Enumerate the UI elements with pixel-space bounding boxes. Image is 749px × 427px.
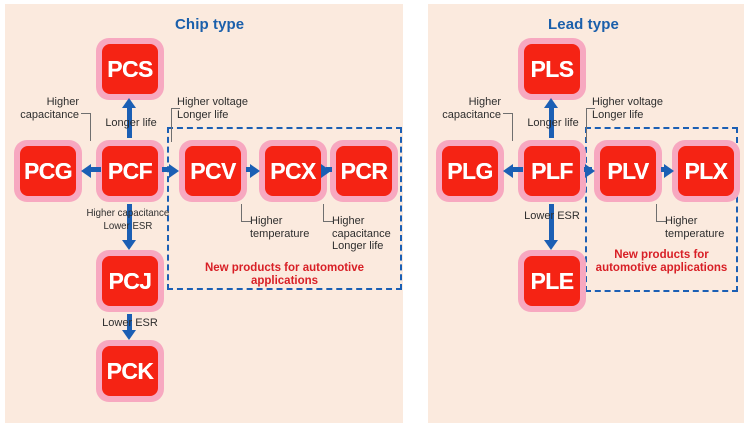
dashed-region-new-products-lead: [585, 127, 738, 292]
product-box-pcf[interactable]: PCF: [96, 140, 164, 202]
product-box-pcx-label: PCX: [270, 157, 316, 184]
leader-line-left-branch-chip: [81, 113, 91, 141]
annotation-plx-note: Higher temperature: [665, 215, 725, 240]
product-box-pcf-inner: PCF: [102, 146, 158, 196]
product-box-pcr[interactable]: PCR: [330, 140, 398, 202]
leader-line-right-branch-chip: [171, 108, 180, 142]
dashed-caption-lead: New products for automotive applications: [595, 249, 728, 274]
product-box-pcs-label: PCS: [107, 55, 153, 82]
product-box-plg-label: PLG: [447, 157, 493, 184]
product-box-plg-inner: PLG: [442, 146, 498, 196]
product-box-ple-label: PLE: [530, 267, 575, 294]
arrow-label-plf-to-ple: Lower ESR: [524, 210, 580, 222]
product-box-plx-label: PLX: [684, 157, 729, 184]
panel-lead-type: Lead type New products for automotive ap…: [428, 4, 744, 423]
product-box-pls-inner: PLS: [524, 44, 580, 94]
product-box-plg[interactable]: PLG: [436, 140, 504, 202]
annotation-left-branch-chip: Higher capacitance: [20, 96, 79, 121]
arrow-label-pcf-to-pcj: Higher capacitance Lower ESR: [86, 207, 170, 232]
leader-line-plx-note: [656, 204, 666, 222]
product-box-pcv-inner: PCV: [185, 146, 241, 196]
annotation-right-branch-lead: Higher voltage Longer life: [592, 96, 663, 121]
product-box-plf-label: PLF: [531, 157, 573, 184]
arrow-label-pcj-to-pck: Lower ESR: [102, 317, 158, 329]
product-box-pcg-label: PCG: [23, 157, 73, 184]
product-box-plv-label: PLV: [607, 157, 649, 184]
product-box-plx-inner: PLX: [678, 146, 734, 196]
leader-line-pcx-note: [241, 204, 251, 222]
dashed-caption-chip: New products for automotive applications: [204, 262, 365, 287]
product-box-pcs-inner: PCS: [102, 44, 158, 94]
product-box-plx[interactable]: PLX: [672, 140, 740, 202]
product-box-plf[interactable]: PLF: [518, 140, 586, 202]
product-box-pls[interactable]: PLS: [518, 38, 586, 100]
panel-title-chip: Chip type: [175, 16, 245, 33]
product-box-pcv[interactable]: PCV: [179, 140, 247, 202]
product-box-pcs[interactable]: PCS: [96, 38, 164, 100]
panel-title-lead: Lead type: [548, 16, 619, 33]
product-box-pcv-label: PCV: [190, 157, 236, 184]
product-box-plf-inner: PLF: [524, 146, 580, 196]
product-box-pcj[interactable]: PCJ: [96, 250, 164, 312]
product-box-pcf-label: PCF: [107, 157, 153, 184]
product-box-pck-inner: PCK: [102, 346, 158, 396]
product-box-pcj-label: PCJ: [108, 267, 153, 294]
product-box-pcx[interactable]: PCX: [259, 140, 327, 202]
product-box-pcg[interactable]: PCG: [14, 140, 82, 202]
leader-line-right-branch-lead: [586, 108, 595, 142]
product-box-ple[interactable]: PLE: [518, 250, 586, 312]
annotation-left-branch-lead: Higher capacitance: [442, 96, 501, 121]
product-box-pck[interactable]: PCK: [96, 340, 164, 402]
product-box-pcr-label: PCR: [340, 157, 388, 184]
product-box-pcx-inner: PCX: [265, 146, 321, 196]
dashed-region-new-products-chip: [167, 127, 402, 290]
leader-line-pcr-note: [323, 204, 333, 222]
annotation-pcr-note: Higher capacitance Longer life: [332, 215, 391, 252]
panel-chip-type: Chip type New products for automotive ap…: [5, 4, 403, 423]
product-box-pcg-inner: PCG: [20, 146, 76, 196]
annotation-pcx-note: Higher temperature: [250, 215, 310, 240]
annotation-right-branch-chip: Higher voltage Longer life: [177, 96, 248, 121]
leader-line-left-branch-lead: [503, 113, 513, 141]
product-box-plv-inner: PLV: [600, 146, 656, 196]
product-box-pls-label: PLS: [530, 55, 575, 82]
product-box-pcr-inner: PCR: [336, 146, 392, 196]
product-box-pcj-inner: PCJ: [102, 256, 158, 306]
arrow-label-plf-longer-life: Longer life: [527, 117, 579, 129]
arrow-label-pcf-longer-life: Longer life: [105, 117, 157, 129]
product-box-plv[interactable]: PLV: [594, 140, 662, 202]
product-box-pck-label: PCK: [106, 357, 154, 384]
product-box-ple-inner: PLE: [524, 256, 580, 306]
